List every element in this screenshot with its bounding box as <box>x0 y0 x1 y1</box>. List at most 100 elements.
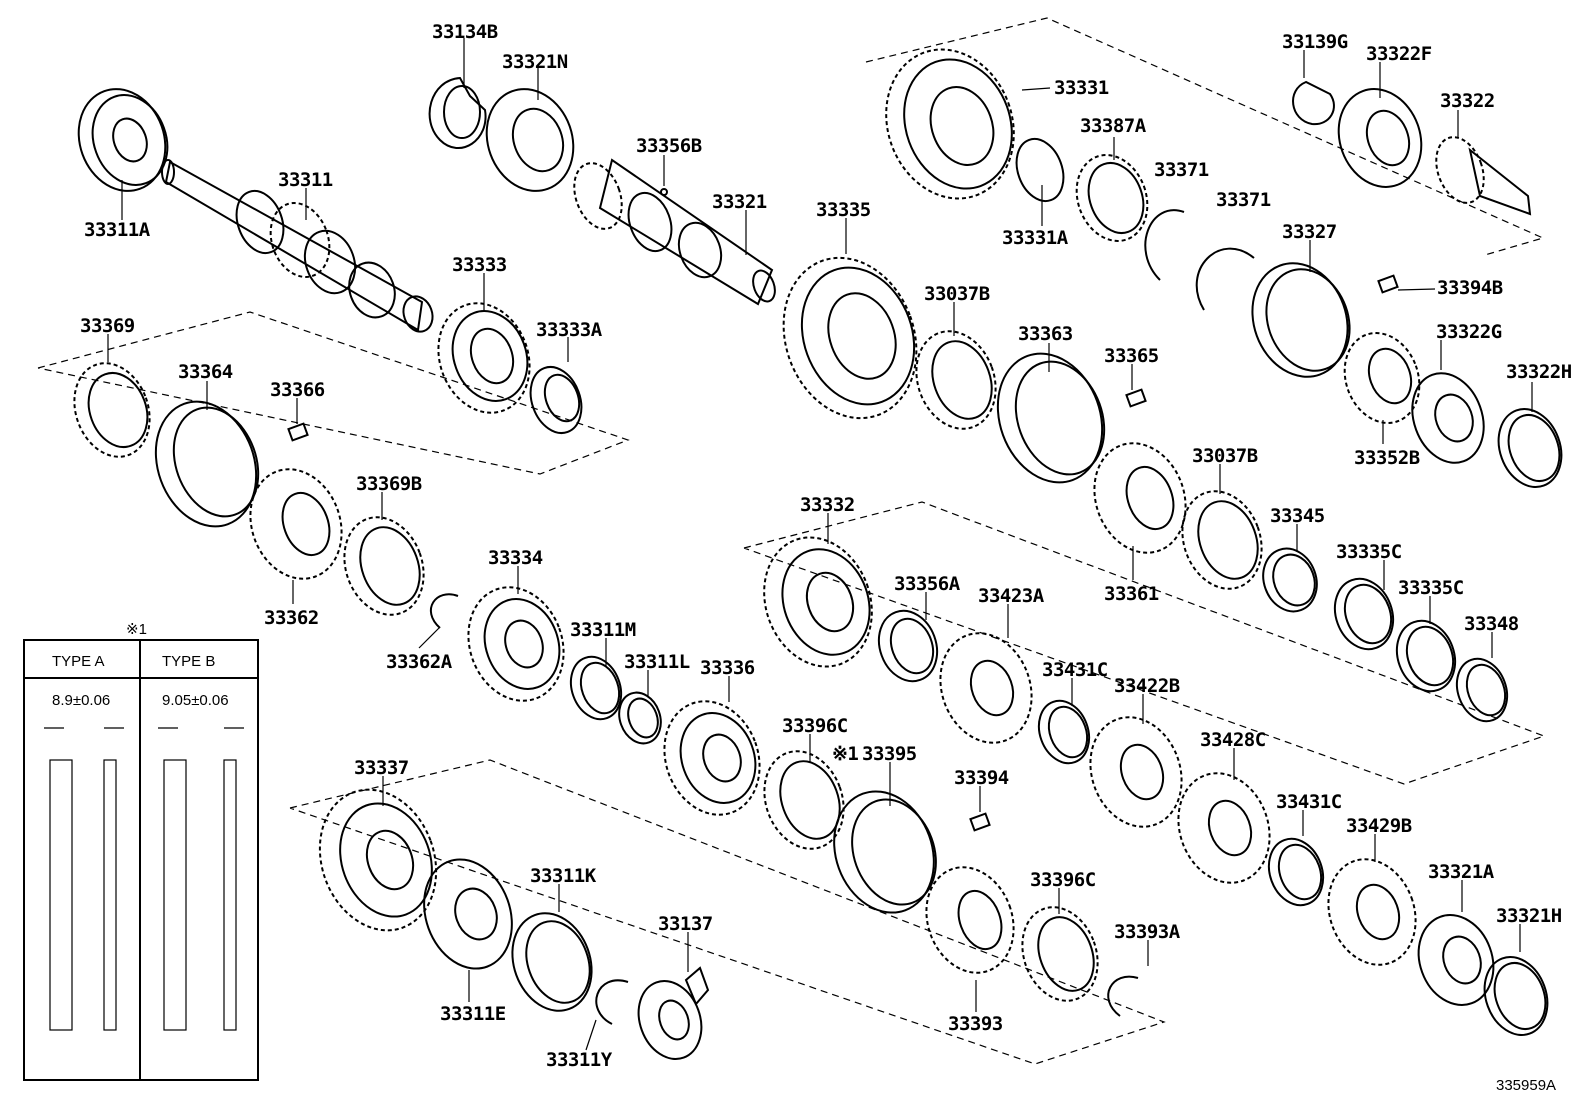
inset-type-a-title: TYPE A <box>52 653 105 670</box>
gear-33428C <box>1177 772 1271 884</box>
label-33321: 33321 <box>712 191 767 213</box>
label-33362: 33362 <box>264 607 319 629</box>
ring-33335C-a <box>1333 577 1395 651</box>
inset-type-a-dimension: 8.9±0.06 <box>52 692 110 709</box>
inset-type-b-dimension: 9.05±0.06 <box>162 692 229 709</box>
label-33311Y: 33311Y <box>546 1049 613 1071</box>
hub-33362 <box>249 468 343 580</box>
diagram-code: 335959A <box>1496 1077 1556 1094</box>
ring-33348 <box>1455 657 1509 723</box>
gear-33429B <box>1327 858 1417 966</box>
group-outlines <box>37 17 1546 1065</box>
key-33394B <box>1377 274 1399 294</box>
label-33431C-lower: 33431C <box>1276 791 1342 813</box>
label-33336: 33336 <box>700 657 755 679</box>
snap-rings-33371 <box>1144 209 1255 311</box>
label-33327: 33327 <box>1282 221 1337 243</box>
gear-33334 <box>467 586 565 702</box>
label-33422B: 33422B <box>1114 675 1180 697</box>
label-33333A: 33333A <box>536 319 603 341</box>
bush-33345 <box>1262 547 1318 613</box>
label-33396C-lower: 33396C <box>1030 869 1096 891</box>
ring-33037B-lower <box>1181 490 1263 590</box>
label-33321H: 33321H <box>1496 905 1562 927</box>
hub-33393 <box>925 866 1015 974</box>
inset-mark: ※1 <box>126 621 147 638</box>
bearing-33322G <box>1411 372 1485 464</box>
snap-ring-33311Y <box>595 979 629 1025</box>
gear-33422B <box>1089 716 1183 828</box>
gear-33336 <box>663 700 761 816</box>
label-33363: 33363 <box>1018 323 1073 345</box>
label-33333: 33333 <box>452 254 507 276</box>
snap-ring-33362A <box>429 593 459 629</box>
label-33322F: 33322F <box>1366 43 1432 65</box>
ring-33321H <box>1483 956 1549 1036</box>
label-33366: 33366 <box>270 379 325 401</box>
ring-33311K <box>511 912 593 1012</box>
key-33366 <box>287 422 309 442</box>
label-33337: 33337 <box>354 757 409 779</box>
label-33311A: 33311A <box>84 219 151 241</box>
snap-ring-33393A <box>1107 975 1139 1017</box>
inset-type-table <box>23 639 259 1081</box>
label-33311E: 33311E <box>440 1003 506 1025</box>
ring-33396C-upper <box>763 750 845 850</box>
ring-33335C-b <box>1395 619 1457 693</box>
bush-33431C-upper <box>1037 699 1091 765</box>
label-33371-b: 33371 <box>1216 189 1271 211</box>
label-33331A: 33331A <box>1002 227 1069 249</box>
label-33331: 33331 <box>1054 77 1109 99</box>
bearing-33311A <box>77 88 169 192</box>
leader-lines <box>107 38 1533 1051</box>
label-33393A: 33393A <box>1114 921 1181 943</box>
label-33423A: 33423A <box>978 585 1045 607</box>
label-33352B: 33352B <box>1354 447 1420 469</box>
label-33335C-b: 33335C <box>1398 577 1464 599</box>
bush-33431C-lower <box>1267 837 1325 907</box>
label-33037B-upper: 33037B <box>924 283 990 305</box>
label-33395: 33395 <box>862 743 917 765</box>
label-33365: 33365 <box>1104 345 1159 367</box>
label-33428C: 33428C <box>1200 729 1266 751</box>
needle-bearing-33333A <box>529 366 583 434</box>
label-33334: 33334 <box>488 547 543 569</box>
counter-shaft-33321 <box>573 158 776 306</box>
key-33365 <box>1125 388 1147 408</box>
ring-33369B <box>343 516 425 616</box>
label-33139G: 33139G <box>1282 31 1348 53</box>
gear-33335 <box>782 256 918 420</box>
label-33429B: 33429B <box>1346 815 1412 837</box>
label-33311K: 33311K <box>530 865 597 887</box>
label-33348: 33348 <box>1464 613 1519 635</box>
label-33311L: 33311L <box>624 651 690 673</box>
label-33322: 33322 <box>1440 90 1495 112</box>
label-33396C-upper: 33396C <box>782 715 848 737</box>
label-33361: 33361 <box>1104 583 1159 605</box>
sleeve-33395 <box>833 790 937 914</box>
bearing-33321A <box>1417 914 1495 1006</box>
label-33335: 33335 <box>816 199 871 221</box>
label-33335C-a: 33335C <box>1336 541 1402 563</box>
label-33311M: 33311M <box>570 619 636 641</box>
gear-33423A <box>939 632 1033 744</box>
reverse-shaft-33322 <box>1435 136 1532 216</box>
snap-ring-33134B <box>428 76 487 150</box>
label-33332: 33332 <box>800 494 855 516</box>
label-33037B-lower: 33037B <box>1192 445 1258 467</box>
key-33394 <box>969 812 991 832</box>
ring-33322H <box>1497 408 1563 488</box>
label-33431C-upper: 33431C <box>1042 659 1108 681</box>
label-33394: 33394 <box>954 767 1009 789</box>
bearing-33322F <box>1337 88 1423 188</box>
label-33356A: 33356A <box>894 573 961 595</box>
ring-33387A <box>1075 154 1149 242</box>
label-33369B: 33369B <box>356 473 422 495</box>
gear-33333 <box>437 302 531 414</box>
needle-bearing-33331A <box>1015 138 1065 202</box>
plate-33137 <box>637 966 710 1060</box>
ring-33037B-upper <box>915 330 997 430</box>
sleeve-33364 <box>154 400 260 528</box>
